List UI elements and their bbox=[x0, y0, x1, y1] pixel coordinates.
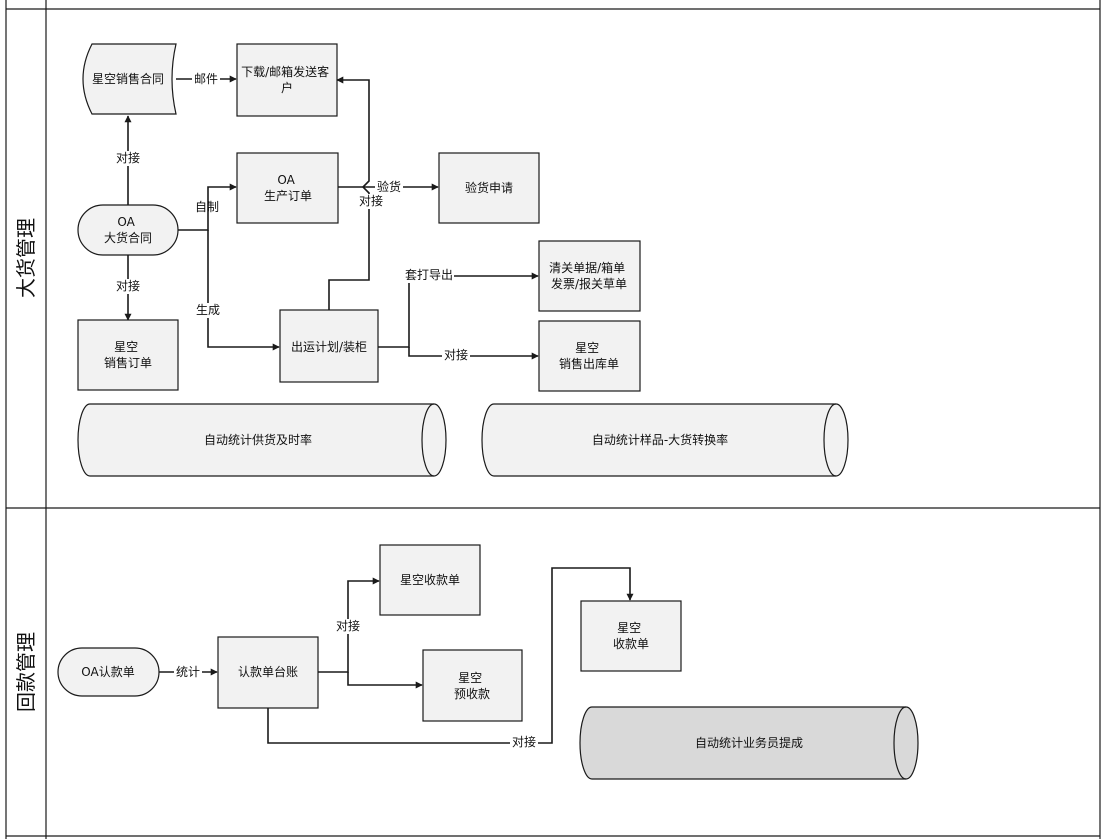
edge-bulk-to-production bbox=[178, 183, 237, 231]
edge-shipping-to-outbound bbox=[408, 347, 539, 360]
node-label-oa-production: OA 生产订单 bbox=[264, 173, 312, 203]
edge-label-generate: 生成 bbox=[196, 303, 220, 317]
edge-label-dock-up: 对接 bbox=[116, 150, 140, 165]
node-customs-docs[interactable] bbox=[538, 240, 641, 312]
node-label-stat-commission: 自动统计业务员提成 bbox=[695, 735, 803, 750]
node-label-oa-claim: OA认款单 bbox=[81, 665, 134, 679]
node-label-stat-sample: 自动统计样品-大货转换率 bbox=[592, 432, 728, 447]
node-stat-sample-end bbox=[823, 403, 837, 477]
node-claim-ledger[interactable] bbox=[217, 636, 319, 709]
node-label-claim-ledger: 认款单台账 bbox=[238, 664, 298, 679]
node-oa-claim[interactable] bbox=[57, 647, 160, 697]
node-oa-bulk-contract[interactable] bbox=[77, 204, 179, 256]
node-inspection[interactable] bbox=[438, 152, 540, 224]
edge-ledger-to-receipt2 bbox=[267, 567, 634, 744]
edge-label-dock-outbound: 对接 bbox=[444, 347, 468, 362]
node-download-send[interactable] bbox=[236, 43, 338, 117]
edge-label-dock-receipt: 对接 bbox=[336, 618, 360, 633]
node-label-shipping-plan: 出运计划/装柜 bbox=[291, 340, 367, 354]
node-label-xk-receipt: 星空收款单 bbox=[400, 573, 460, 587]
node-label-customs-docs: 清关单据/箱单 发票/报关草单 bbox=[549, 260, 629, 291]
edge-label-inspect: 验货 bbox=[377, 179, 401, 194]
edge-bulk-to-shipping bbox=[207, 230, 280, 351]
node-sales-contract[interactable] bbox=[82, 43, 177, 115]
nodes bbox=[57, 43, 919, 780]
node-label-download-send: 下载/邮箱发送客 户 bbox=[241, 64, 333, 95]
edge-label-dock-down: 对接 bbox=[116, 278, 140, 293]
edge-label-mail: 邮件 bbox=[194, 72, 218, 86]
node-labels: 星空销售合同 下载/邮箱发送客 户 OA 生产订单 验货申请 OA 大货合同 清… bbox=[81, 64, 803, 750]
node-xk-prepay[interactable] bbox=[422, 649, 523, 722]
node-label-xk-prepay: 星空 预收款 bbox=[454, 671, 490, 701]
edge-label-dock-inspect: 对接 bbox=[359, 193, 383, 208]
lane-title-payment: 回款管理 bbox=[14, 632, 38, 712]
node-label-stat-supply: 自动统计供货及时率 bbox=[204, 432, 312, 447]
node-label-xk-sales-order: 星空 销售订单 bbox=[104, 340, 152, 370]
swimlane-grid bbox=[5, 0, 1101, 839]
node-xk-sales-order[interactable] bbox=[77, 319, 179, 391]
edge-labels: 邮件 对接 自制 验货 对接 对接 生成 套打导出 对接 统计 对接 对接 bbox=[114, 72, 538, 750]
node-oa-production[interactable] bbox=[236, 152, 339, 224]
node-xk-receipt[interactable] bbox=[379, 544, 481, 616]
node-label-sales-contract: 星空销售合同 bbox=[92, 71, 164, 86]
node-shipping-plan[interactable] bbox=[279, 309, 379, 383]
node-stat-commission-end bbox=[893, 706, 907, 780]
node-label-oa-bulk-contract: OA 大货合同 bbox=[104, 215, 152, 245]
node-stat-supply-end bbox=[421, 403, 435, 477]
edge-label-self-made: 自制 bbox=[195, 200, 219, 214]
edge-label-dock-commission: 对接 bbox=[512, 734, 536, 749]
edge-ledger-to-prepay bbox=[347, 672, 423, 689]
node-xk-sales-outbound[interactable] bbox=[538, 320, 641, 392]
node-label-xk-receipt2: 星空 收款单 bbox=[613, 621, 649, 651]
edge-shipping-to-send bbox=[328, 76, 370, 310]
node-label-xk-sales-outbound: 星空 销售出库单 bbox=[559, 341, 619, 371]
node-label-inspection: 验货申请 bbox=[465, 180, 513, 195]
edge-label-print-export: 套打导出 bbox=[405, 268, 453, 282]
edge-shipping-to-customs bbox=[378, 272, 539, 348]
edge-label-statistics: 统计 bbox=[176, 665, 200, 679]
node-xk-receipt2[interactable] bbox=[580, 600, 682, 672]
lane-title-bulk: 大货管理 bbox=[14, 218, 38, 298]
